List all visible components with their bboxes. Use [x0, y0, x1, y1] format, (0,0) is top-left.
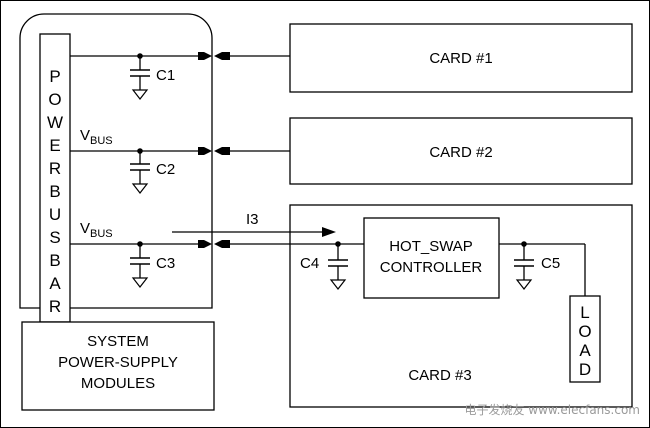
bus-bar-letter: R	[49, 297, 61, 316]
supply-modules-line: MODULES	[81, 375, 155, 392]
bus-bar-letter: B	[49, 182, 60, 201]
c3-label: C3	[156, 255, 175, 272]
power-bus-bar-label: P O W E R B U S B A R	[47, 67, 63, 316]
rail-2	[70, 147, 290, 194]
hot-swap-controller-box	[363, 217, 500, 299]
rail-1	[70, 52, 290, 100]
controller-line-2: CONTROLLER	[380, 259, 483, 276]
vbus-label-2: VBUS	[80, 127, 113, 147]
ground-symbol	[131, 183, 149, 194]
ground-symbol	[515, 279, 533, 290]
load-letter: D	[579, 360, 591, 379]
capacitor-c4	[328, 241, 348, 290]
ground-symbol	[329, 279, 347, 290]
ground-symbol	[131, 89, 149, 100]
bus-bar-letter: B	[49, 251, 60, 270]
bus-bar-letter: P	[49, 67, 60, 86]
connector-socket	[214, 240, 230, 248]
card-1-label: CARD #1	[429, 50, 492, 67]
bus-bar-letter: A	[49, 274, 61, 293]
load-letter: A	[579, 341, 591, 360]
supply-modules-line: SYSTEM	[87, 333, 149, 350]
bus-bar-letter: R	[49, 159, 61, 178]
current-label: I3	[246, 211, 259, 228]
connector-socket	[214, 52, 230, 60]
controller-line-1: HOT_SWAP	[389, 238, 473, 255]
c1-label: C1	[156, 67, 175, 84]
card-1-box	[289, 23, 633, 93]
output-rail	[499, 241, 586, 296]
card-3-label: CARD #3	[408, 367, 471, 384]
bus-bar-letter: U	[49, 205, 61, 224]
c2-label: C2	[156, 161, 175, 178]
load-letter: O	[578, 322, 591, 341]
power-bus-bar	[39, 33, 71, 323]
load-box	[569, 295, 601, 383]
c4-label: C4	[300, 255, 319, 272]
connector-socket	[214, 147, 230, 155]
supply-modules-box	[21, 321, 215, 411]
load-letter: L	[580, 303, 589, 322]
bus-bar-letter: O	[48, 90, 61, 109]
watermark: 电子发烧友 www.elecfans.com	[464, 402, 640, 417]
card-2-label: CARD #2	[429, 144, 492, 161]
bus-bar-letter: E	[49, 136, 60, 155]
backplane-enclosure	[19, 13, 213, 309]
bus-bar-letter: W	[47, 113, 63, 132]
connector-pin	[198, 52, 212, 60]
connector-pin	[198, 147, 212, 155]
c5-label: C5	[541, 255, 560, 272]
current-arrow	[172, 227, 336, 237]
connector-pin	[198, 240, 212, 248]
vbus-label-3: VBUS	[80, 220, 113, 240]
bus-bar-letter: S	[49, 228, 60, 247]
rail-3	[70, 240, 364, 288]
ground-symbol	[131, 277, 149, 288]
card-2-box	[289, 117, 633, 185]
supply-modules-line: POWER-SUPPLY	[58, 354, 178, 371]
